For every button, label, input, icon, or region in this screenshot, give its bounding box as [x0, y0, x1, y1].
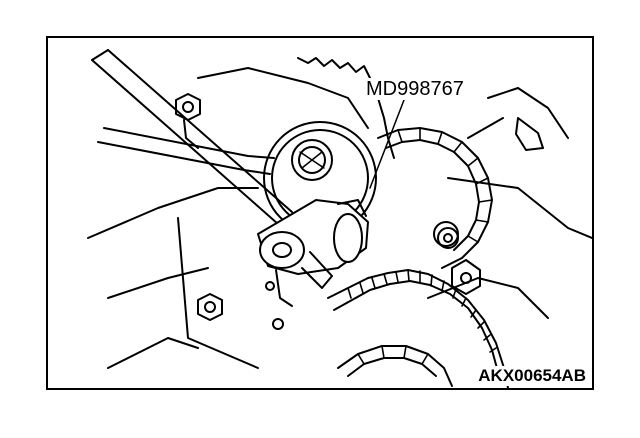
camshaft-sprocket: [377, 127, 493, 269]
figure-code-label: AKX00654AB: [476, 366, 588, 386]
tool-part-number-label: MD998767: [364, 78, 466, 100]
label-leader-line: [369, 99, 405, 189]
illustration-frame: MD998767 AKX00654AB: [46, 36, 594, 390]
crankshaft-sprocket: [337, 345, 453, 387]
special-tool-head: [257, 199, 369, 330]
engine-block-outline: [87, 67, 592, 369]
wrench-handle: [91, 49, 293, 225]
bolt-right: [433, 221, 481, 295]
engine-timing-belt-drawing: [87, 49, 592, 388]
bolt-lower-left: [197, 293, 223, 321]
